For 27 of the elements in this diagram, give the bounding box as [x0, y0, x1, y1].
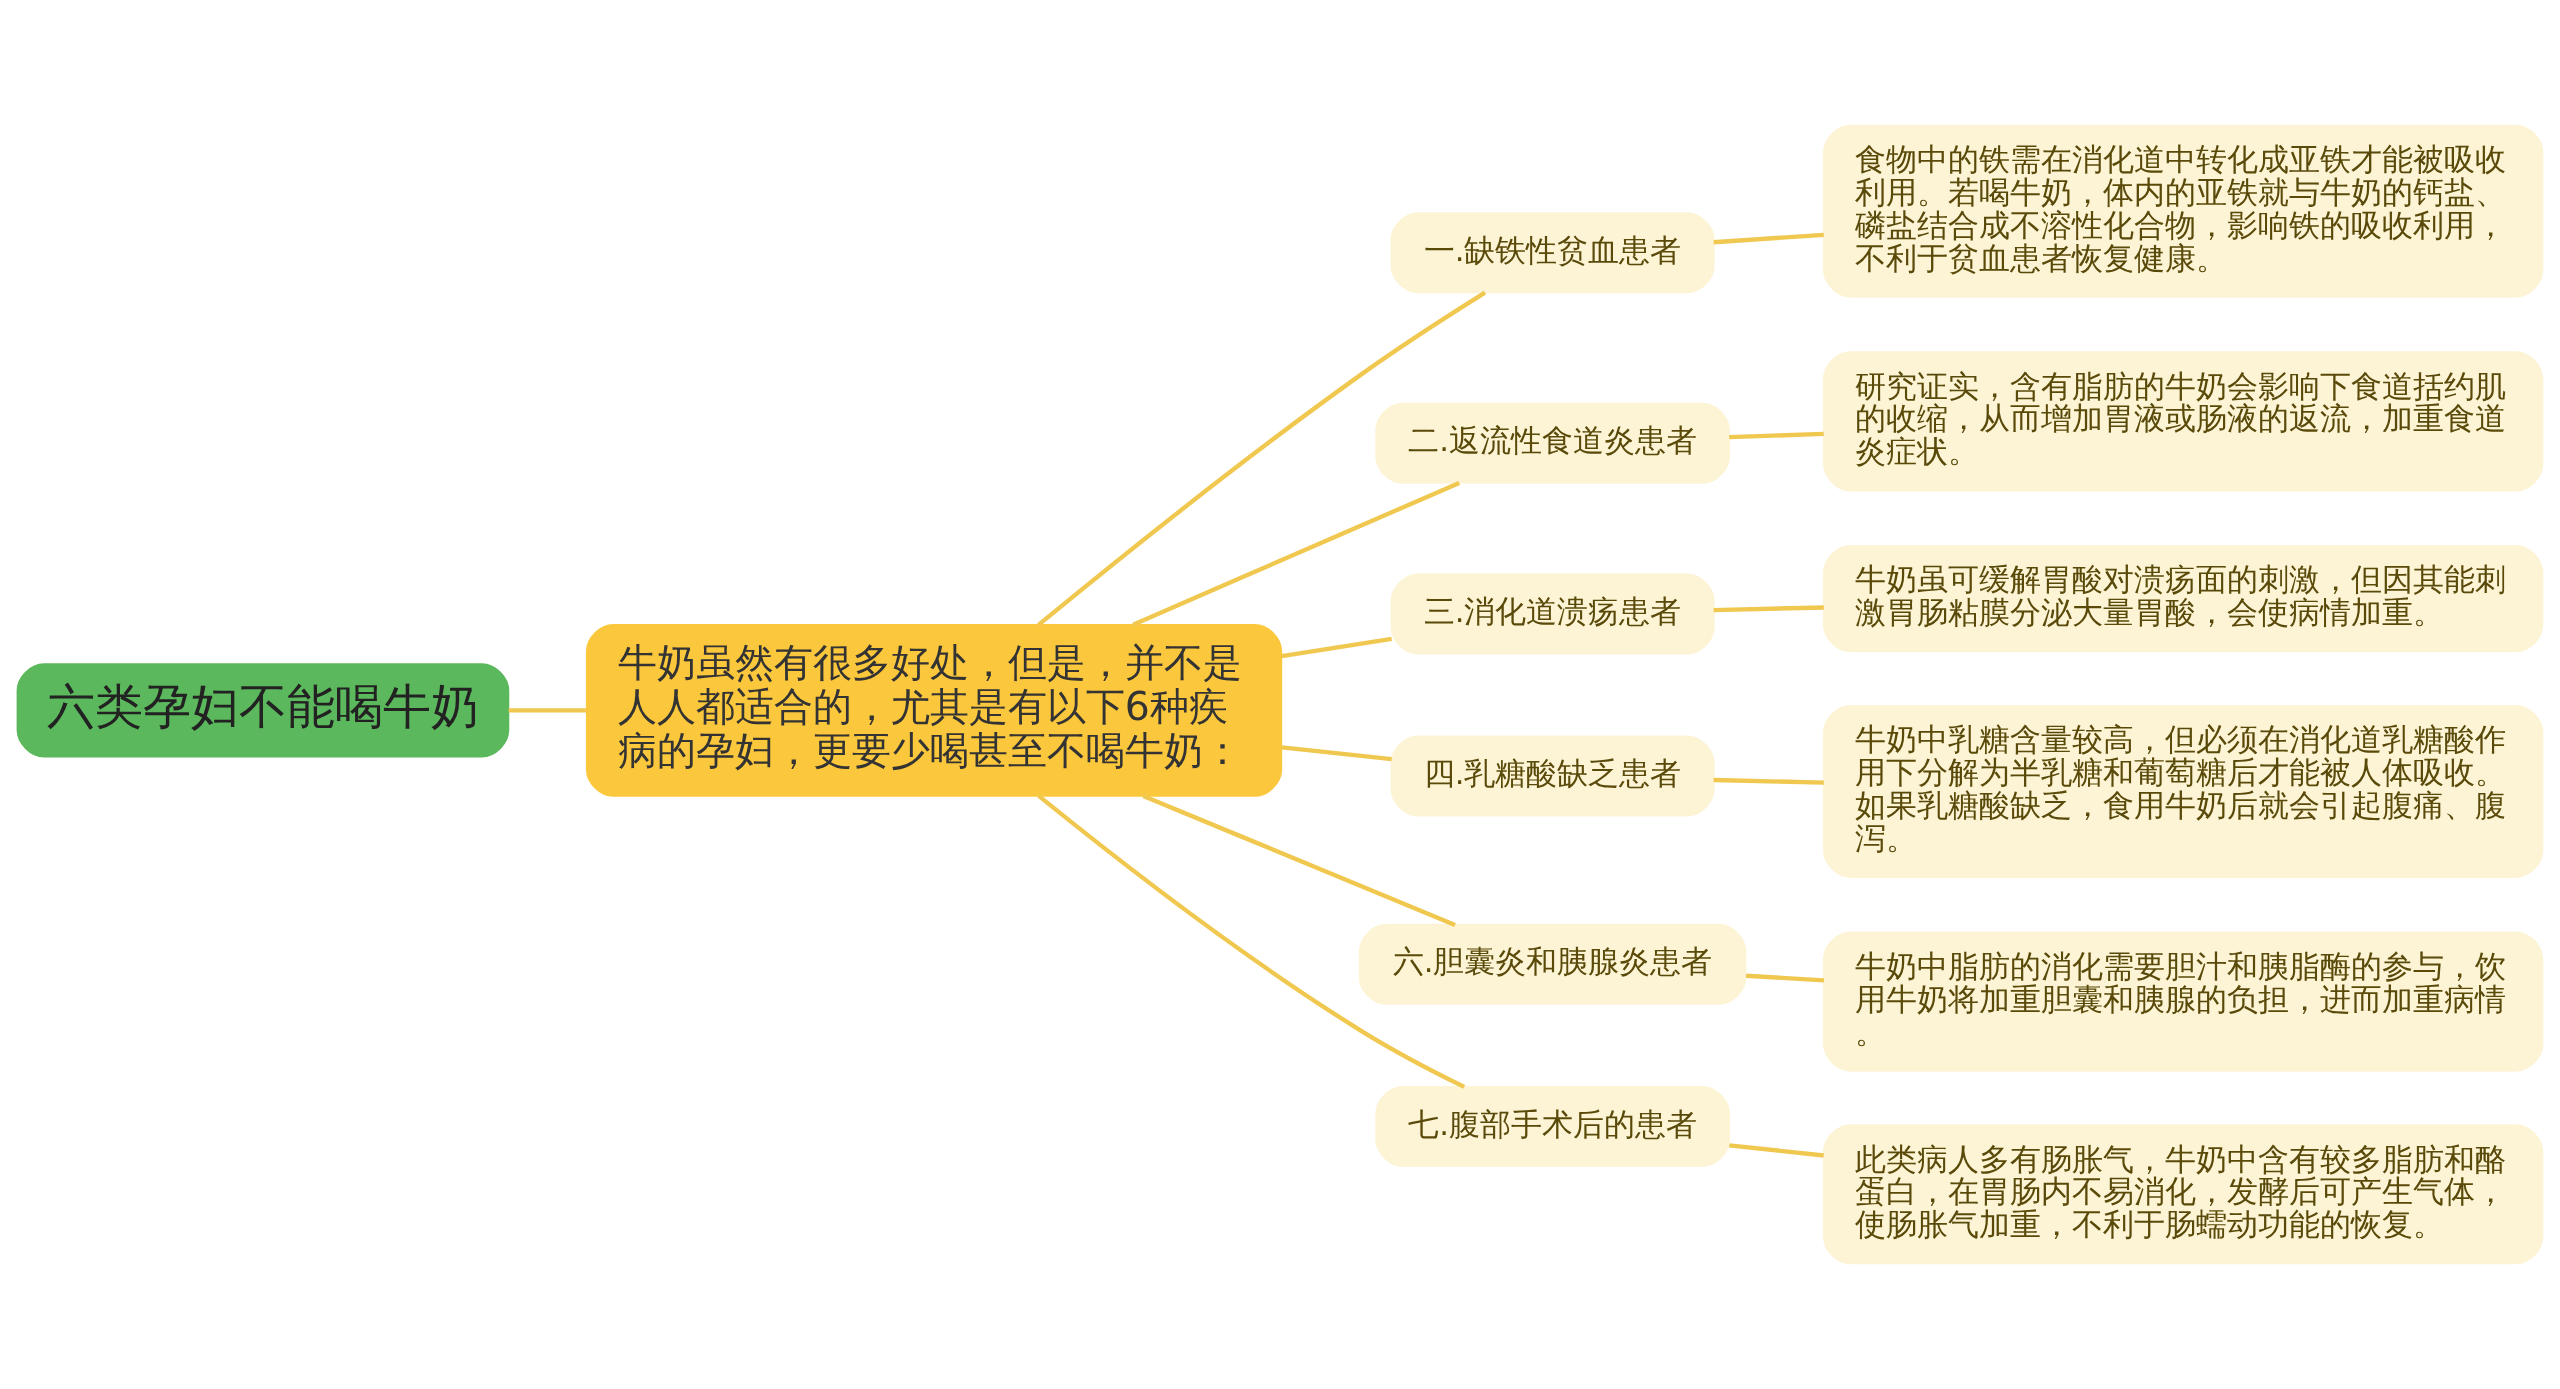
node-box: 一.缺铁性贫血患者	[1390, 212, 1715, 294]
node-box: 食物中的铁需在消化道中转化成亚铁才能被吸收利用。若喝牛奶，体内的亚铁就与牛奶的钙盐、磷盐结合成不溶性化合物，影响铁的吸收利用，不利于贫血患者恢复健康。	[1823, 124, 2544, 298]
connector	[1713, 777, 1824, 785]
connector	[508, 708, 587, 713]
connector	[1281, 745, 1392, 762]
connector	[1745, 973, 1825, 983]
connector	[1037, 290, 1487, 627]
node-box: 六类孕妇不能喝牛奶	[16, 663, 510, 758]
node-box: 四.乳糖酸缺乏患者	[1390, 735, 1715, 817]
node-box: 牛奶中脂肪的消化需要胆汁和胰脂酶的参与，饮用牛奶将加重胆囊和胰腺的负担，进而加重病情。	[1823, 931, 2544, 1072]
connector	[1281, 636, 1392, 659]
node-box: 牛奶中乳糖含量较高，但必须在消化道乳糖酸作用下分解为半乳糖和葡萄糖后才能被人体吸收。如果乳糖酸缺乏，食用牛奶后就会引起腹痛、腹泻。	[1823, 704, 2544, 878]
node-box: 此类病人多有肠胀气，牛奶中含有较多脂肪和酪蛋白，在胃肠内不易消化，发酵后可产生气体，使肠胀气加重，不利于肠蠕动功能的恢复。	[1823, 1124, 2544, 1265]
node-box: 六.胆囊炎和胰腺炎患者	[1358, 923, 1747, 1005]
connector	[1037, 794, 1466, 1089]
node-box: 七.腹部手术后的患者	[1375, 1085, 1730, 1167]
node-box: 研究证实，含有脂肪的牛奶会影响下食道括约肌的收缩，从而增加胃液或肠液的返流，加重食道炎症状。	[1823, 351, 2544, 492]
connector	[1729, 431, 1824, 440]
connector	[1713, 232, 1824, 245]
node-box: 三.消化道溃疡患者	[1390, 573, 1715, 655]
node-box: 二.返流性食道炎患者	[1375, 402, 1730, 484]
node-box: 牛奶虽然有很多好处，但是，并不是人人都适合的，尤其是有以下6种疾病的孕妇，更要少喝甚至不喝牛奶：	[585, 623, 1283, 797]
node-box: 牛奶虽可缓解胃酸对溃疡面的刺激，但因其能刺激胃肠粘膜分泌大量胃酸，会使病情加重。	[1823, 545, 2544, 653]
connector	[1713, 605, 1824, 613]
connector	[1142, 794, 1456, 927]
connector	[1132, 480, 1461, 627]
connector	[1729, 1143, 1824, 1158]
